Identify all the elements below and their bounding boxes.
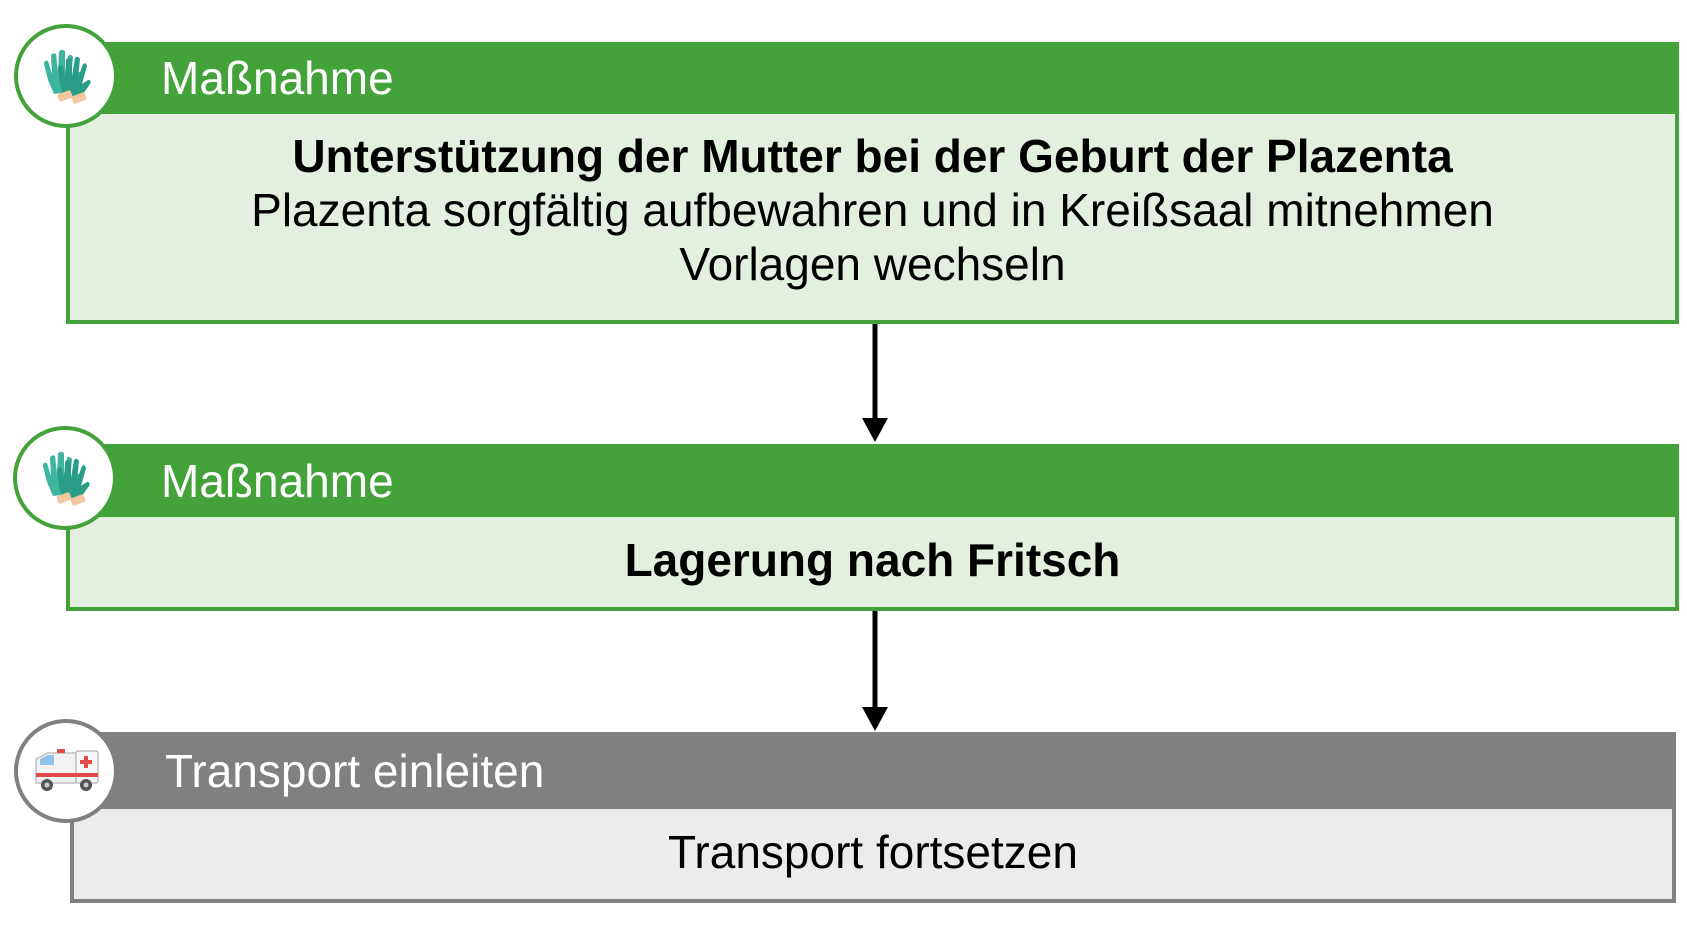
arrow-2 xyxy=(862,611,888,731)
step-2-title: Lagerung nach Fritsch xyxy=(624,534,1121,586)
step-1-line-3: Vorlagen wechseln xyxy=(679,238,1066,290)
step-1-icon-circle xyxy=(14,24,118,128)
step-3-box: Transport einleiten Transport fortsetzen xyxy=(70,732,1676,903)
gloves-icon xyxy=(34,42,98,111)
step-3-header: Transport einleiten xyxy=(70,732,1676,809)
step-1-body: Unterstützung der Mutter bei der Geburt … xyxy=(66,114,1679,324)
step-1-header-label: Maßnahme xyxy=(161,52,394,104)
step-2-body: Lagerung nach Fritsch xyxy=(66,517,1679,611)
arrow-1 xyxy=(862,324,888,442)
step-3-body: Transport fortsetzen xyxy=(70,809,1676,903)
step-1-box: Maßnahme Unterstützung der Mutter bei de… xyxy=(66,42,1679,324)
step-3-header-label: Transport einleiten xyxy=(165,744,545,797)
step-1-line-2: Plazenta sorgfältig aufbewahren und in K… xyxy=(251,184,1494,236)
step-3-title: Transport fortsetzen xyxy=(668,826,1078,878)
step-2-box: Maßnahme Lagerung nach Fritsch xyxy=(66,444,1679,611)
step-1-title: Unterstützung der Mutter bei der Geburt … xyxy=(292,130,1453,182)
step-2-header-label: Maßnahme xyxy=(161,454,394,507)
gloves-icon xyxy=(33,444,97,513)
step-3-icon-circle xyxy=(14,719,118,823)
step-1-header: Maßnahme xyxy=(66,42,1679,114)
step-2-header: Maßnahme xyxy=(66,444,1679,517)
step-2-icon-circle xyxy=(13,426,117,530)
ambulance-icon xyxy=(32,745,100,798)
